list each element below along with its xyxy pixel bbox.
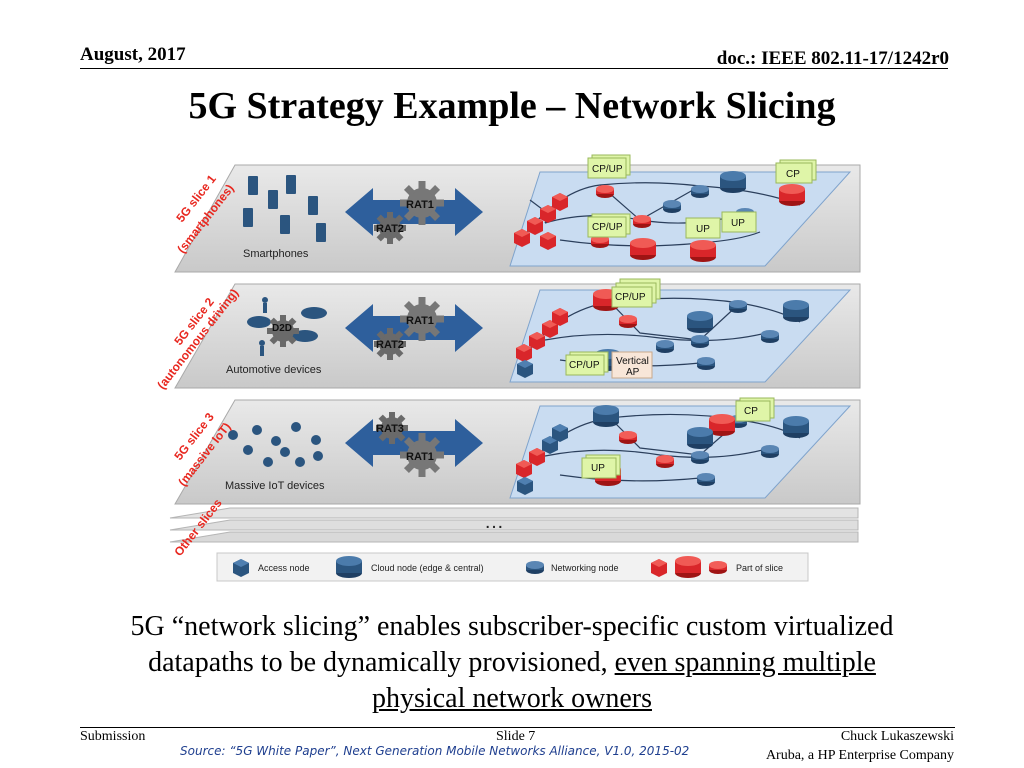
slide-caption: 5G “network slicing” enables subscriber-… [100, 609, 924, 717]
slice-2-vertical-ap-line2: AP [626, 367, 640, 378]
slice-3-device-caption: Massive IoT devices [225, 480, 325, 492]
legend-networking-node-icon [526, 561, 544, 574]
footer-author: Chuck Lukaszewski [840, 729, 954, 744]
header-rule [80, 68, 948, 69]
slice-2-d2d: D2D [272, 323, 292, 334]
slice-2-fn-0: CP/UP [615, 292, 646, 303]
slice-3-rat-b: RAT1 [406, 451, 434, 463]
slide-title: 5G Strategy Example – Network Slicing [188, 85, 836, 127]
legend-part-puck-icon [709, 561, 727, 574]
header-doc-id: doc.: IEEE 802.11-17/1242r0 [716, 48, 949, 69]
slice-1-rat-b: RAT2 [376, 223, 404, 235]
slice-1-fn-0: CP/UP [592, 164, 623, 175]
slice-2-device-caption: Automotive devices [226, 364, 322, 376]
slice-1-fn-3: UP [696, 224, 710, 235]
footer-company: Aruba, a HP Enterprise Company [765, 748, 954, 763]
slice-3-fn-1: UP [591, 463, 605, 474]
legend-access-node: Access node [258, 563, 310, 573]
slice-3-function-boxes: CP UP [581, 397, 775, 479]
footer-slide-number: Slide 7 [496, 729, 536, 744]
slice-1-fn-1: CP [786, 169, 800, 180]
legend: Access node Cloud node (edge & central) … [216, 552, 809, 582]
slice-2-fn-1: CP/UP [569, 360, 600, 371]
slice-1-device-caption: Smartphones [243, 248, 309, 260]
slice-1-fn-4: UP [731, 218, 745, 229]
smartphone-icons [243, 175, 326, 242]
iot-device-icons [228, 422, 323, 467]
legend-part-cloud-icon [675, 556, 701, 578]
header-date: August, 2017 [80, 44, 186, 65]
other-slices-stack [169, 507, 859, 543]
slice-3: Massive IoT devices RAT3 RAT1 CP UP [174, 397, 861, 505]
other-slices-ellipsis: … [484, 511, 504, 533]
slice-1-rat-a: RAT1 [406, 199, 434, 211]
legend-cloud-node: Cloud node (edge & central) [371, 563, 484, 573]
slice-1-function-boxes: CP/UP CP CP/UP UP UP [587, 154, 817, 239]
footer-submission: Submission [80, 729, 146, 744]
legend-part-of-slice: Part of slice [736, 563, 783, 573]
slice-3-fn-0: CP [744, 406, 758, 417]
slice-2-vertical-ap-line1: Vertical [616, 356, 649, 367]
slice-2-function-boxes: CP/UP CP/UP Vertical AP [565, 278, 661, 379]
slice-1: Smartphones RAT1 RAT2 CP/UP CP [174, 154, 861, 273]
slice-2: D2D Automotive devices RAT1 RAT2 CP/UP [174, 278, 861, 389]
slice-1-fn-2: CP/UP [592, 222, 623, 233]
footer-source: Source: “5G White Paper”, Next Generatio… [180, 744, 690, 758]
caption-underlined-text: even spanning multiple physical network … [372, 647, 876, 714]
footer-rule [80, 727, 955, 728]
legend-networking-node: Networking node [551, 563, 619, 573]
slice-2-rat-b: RAT2 [376, 339, 404, 351]
slice-2-rat-a: RAT1 [406, 315, 434, 327]
slice-3-rat-a: RAT3 [376, 423, 404, 435]
network-slicing-diagram: Smartphones RAT1 RAT2 CP/UP CP [154, 154, 861, 582]
caption-text: 5G “network slicing” enables subscriber-… [130, 611, 894, 678]
legend-cloud-node-icon [336, 556, 362, 578]
